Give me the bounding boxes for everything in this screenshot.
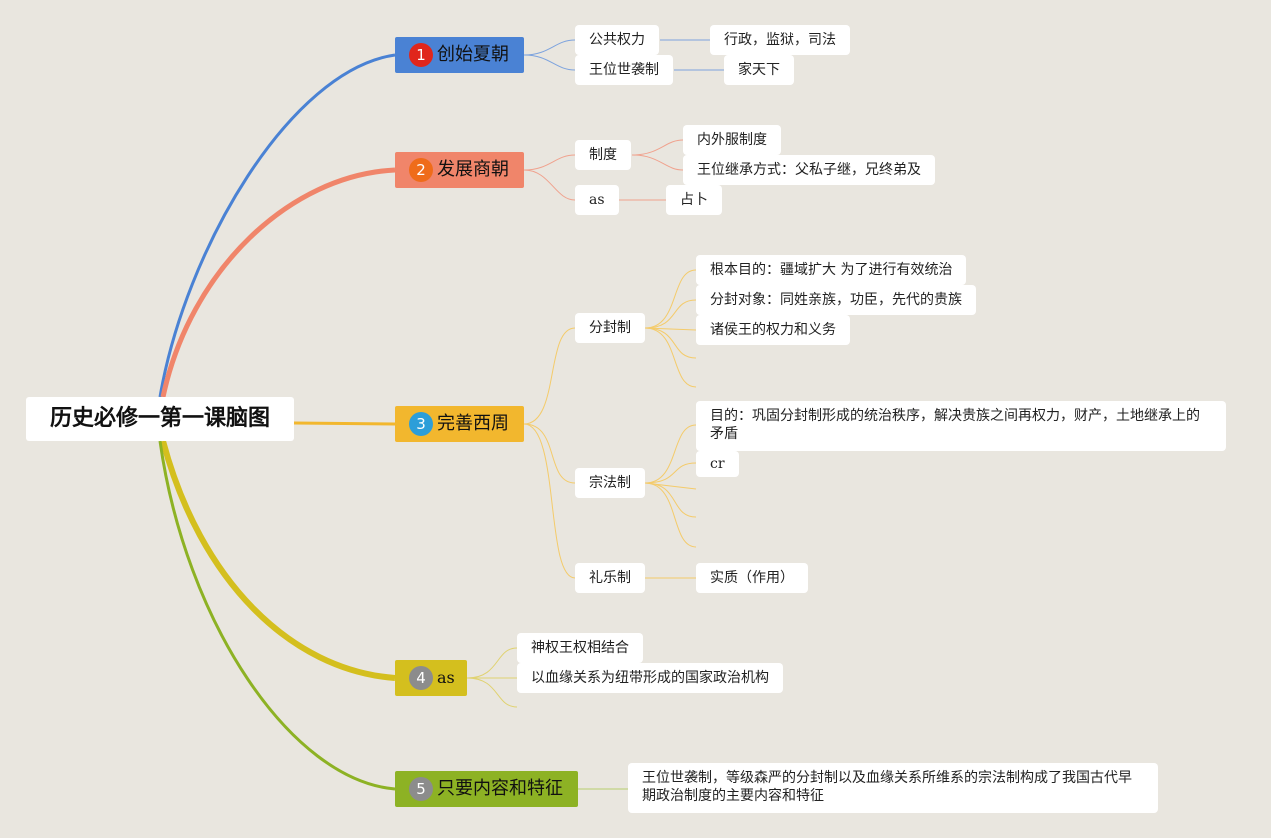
topic-fengjian-purpose[interactable]: 根本目的：疆域扩大 为了进行有效统治 <box>696 255 967 285</box>
connector-root-zhou <box>293 421 396 426</box>
branch-shang[interactable]: 2 发展商朝 <box>395 152 524 188</box>
branch-zhou[interactable]: 3 完善西周 <box>395 406 524 442</box>
number-badge-5: 5 <box>409 777 433 801</box>
branch-shang-label: 发展商朝 <box>437 159 509 180</box>
connector-shang-1b <box>631 154 684 171</box>
branch-xia[interactable]: 1 创始夏朝 <box>395 37 524 73</box>
topic-zongfa[interactable]: 宗法制 <box>575 468 645 498</box>
connector-xia-2 <box>523 54 576 71</box>
branch-xia-label: 创始夏朝 <box>437 44 509 65</box>
connector-as4-3 <box>466 677 518 708</box>
connector-fengjian-5 <box>644 327 697 388</box>
topic-as-shang[interactable]: as <box>575 185 619 215</box>
number-badge-4: 4 <box>409 666 433 690</box>
topic-system[interactable]: 制度 <box>575 140 631 170</box>
number-badge-2: 2 <box>409 158 433 182</box>
connector-zongfa-1 <box>644 424 697 484</box>
branch-feature-label: 只要内容和特征 <box>437 778 563 799</box>
connector-root-as4 <box>160 440 396 681</box>
connector-fengjian-2 <box>644 299 697 329</box>
connector-fengjian-4 <box>644 327 697 359</box>
root-node[interactable]: 历史必修一第一课脑图 <box>26 397 294 441</box>
connector-zongfa-2 <box>644 462 697 484</box>
topic-fengjian[interactable]: 分封制 <box>575 313 645 343</box>
branch-as[interactable]: 4 as <box>395 660 467 696</box>
connector-xia-1 <box>523 39 576 56</box>
topic-fengjian-rights[interactable]: 诸侯王的权力和义务 <box>696 315 850 345</box>
topic-zongfa-purpose[interactable]: 目的：巩固分封制形成的统治秩序，解决贵族之间再权力，财产，土地继承上的矛盾 <box>696 401 1226 451</box>
topic-fengjian-targets[interactable]: 分封对象：同姓亲族，功臣，先代的贵族 <box>696 285 976 315</box>
number-badge-1: 1 <box>409 43 433 67</box>
connector-shang-2 <box>523 169 576 201</box>
topic-feature-summary[interactable]: 王位世袭制，等级森严的分封制以及血缘关系所维系的宗法制构成了我国古代早期政治制度… <box>628 763 1158 813</box>
connector-zongfa-5 <box>644 482 697 548</box>
topic-liyue[interactable]: 礼乐制 <box>575 563 645 593</box>
branch-as-label: as <box>437 668 455 687</box>
connector-zhou-2 <box>523 423 576 484</box>
connector-root-xia <box>158 53 396 398</box>
connector-root-feature <box>158 440 396 791</box>
topic-liyue-essence[interactable]: 实质（作用） <box>696 563 808 593</box>
topic-hereditary-throne[interactable]: 王位世袭制 <box>575 55 673 85</box>
connector-root-shang <box>160 167 396 398</box>
connector-as4-1 <box>466 647 518 679</box>
connector-zhou-3 <box>523 423 576 579</box>
branch-feature[interactable]: 5 只要内容和特征 <box>395 771 578 807</box>
connector-fengjian-1 <box>644 269 697 329</box>
topic-family-world[interactable]: 家天下 <box>724 55 794 85</box>
connector-shang-1a <box>631 139 684 156</box>
number-badge-3: 3 <box>409 412 433 436</box>
connector-zhou-1 <box>523 327 576 425</box>
topic-blood-ties[interactable]: 以血缘关系为纽带形成的国家政治机构 <box>517 663 783 693</box>
topic-cr[interactable]: cr <box>696 451 739 477</box>
topic-theocracy[interactable]: 神权王权相结合 <box>517 633 643 663</box>
branch-zhou-label: 完善西周 <box>437 413 509 434</box>
topic-inner-outer-system[interactable]: 内外服制度 <box>683 125 781 155</box>
topic-public-power[interactable]: 公共权力 <box>575 25 659 55</box>
topic-succession[interactable]: 王位继承方式：父私子继，兄终弟及 <box>683 155 935 185</box>
connector-shang-1 <box>523 154 576 171</box>
topic-public-power-detail[interactable]: 行政，监狱，司法 <box>710 25 850 55</box>
topic-divination[interactable]: 占卜 <box>666 185 722 215</box>
connector-zongfa-4 <box>644 482 697 518</box>
